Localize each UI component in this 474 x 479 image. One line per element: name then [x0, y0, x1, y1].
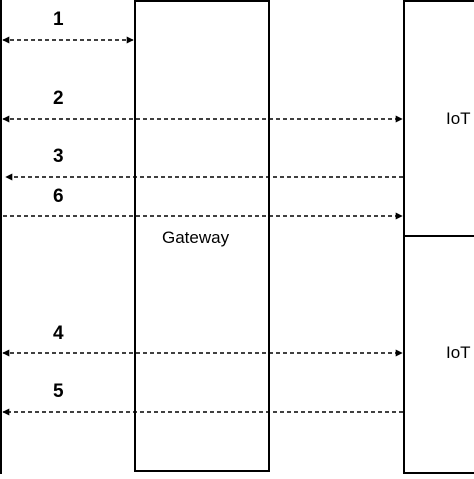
- arrow-3-label: 3: [53, 146, 64, 167]
- gateway-box: [134, 0, 270, 472]
- iot-top-label: IoT: [446, 109, 471, 128]
- iot-bottom-box: [403, 235, 474, 474]
- arrow-4-label: 4: [53, 323, 64, 344]
- arrow-5-label: 5: [53, 381, 64, 402]
- arrow-1-label: 1: [53, 9, 64, 30]
- arrow-2-label: 2: [53, 88, 64, 109]
- iot-top-box: [403, 0, 474, 237]
- iot-bottom-label: IoT: [446, 343, 471, 362]
- arrow-6-label: 6: [53, 186, 64, 207]
- gateway-label: Gateway: [162, 228, 230, 247]
